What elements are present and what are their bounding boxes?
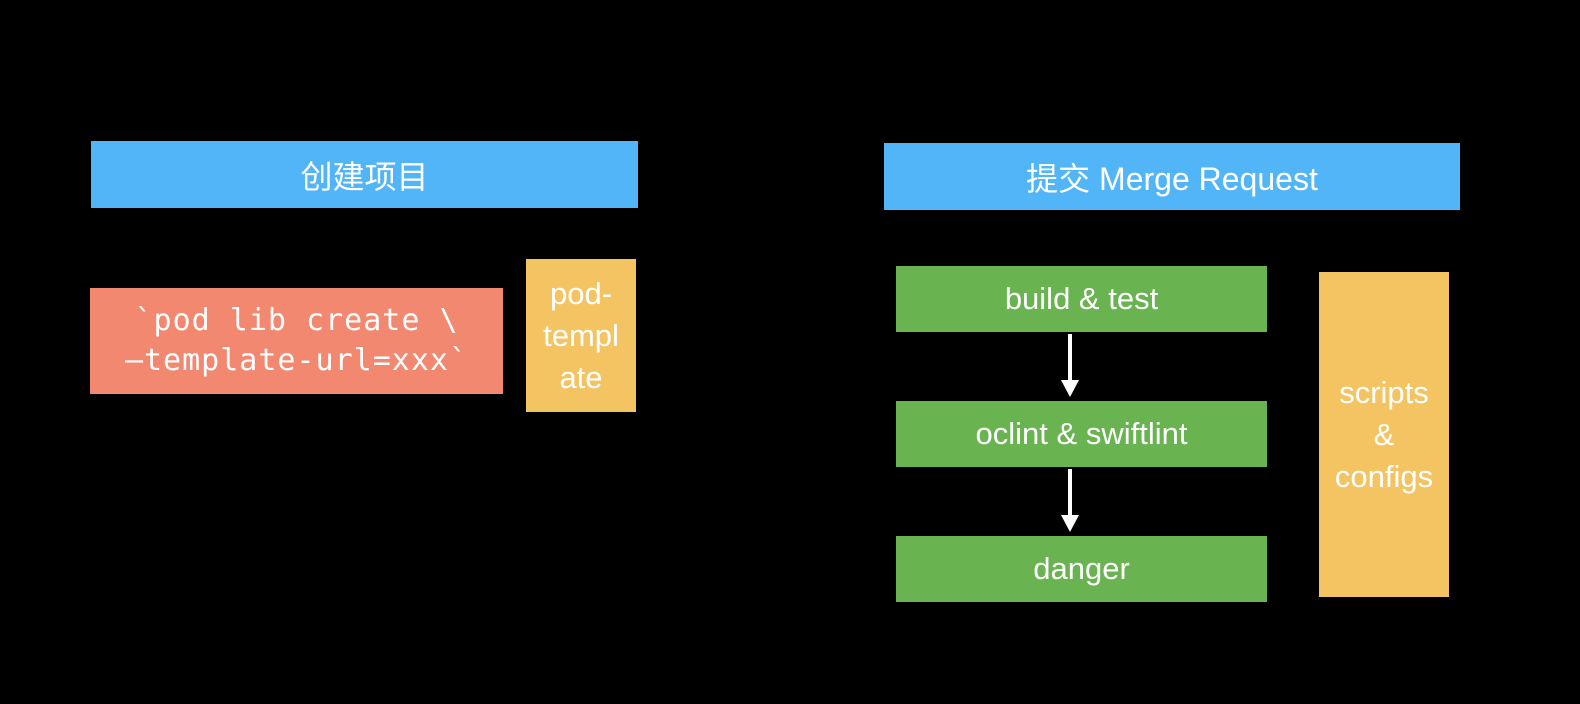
step-danger: danger <box>896 536 1267 602</box>
pod-template-box: pod- templ ate <box>526 259 636 412</box>
pod-lib-create-command: `pod lib create \ —template-url=xxx` <box>90 288 503 394</box>
pod-template-line-2: templ <box>543 317 619 353</box>
arrow-down-icon <box>1061 334 1079 397</box>
step-oclint-swiftlint: oclint & swiftlint <box>896 401 1267 467</box>
step-build-test: build & test <box>896 266 1267 332</box>
pod-template-line-1: pod- <box>549 275 613 311</box>
command-line-2: —template-url=xxx` <box>124 343 469 378</box>
scripts-configs-line-1: scripts <box>1339 374 1429 410</box>
pod-template-line-3: ate <box>559 359 603 395</box>
command-line-1: `pod lib create \ <box>134 303 459 338</box>
scripts-configs-line-3: configs <box>1334 458 1434 494</box>
arrow-down-icon <box>1061 469 1079 532</box>
scripts-configs-line-2: & <box>1373 416 1395 452</box>
merge-request-header: 提交 Merge Request <box>884 143 1460 210</box>
scripts-configs-box: scripts & configs <box>1319 272 1449 597</box>
create-project-header: 创建项目 <box>91 141 638 208</box>
